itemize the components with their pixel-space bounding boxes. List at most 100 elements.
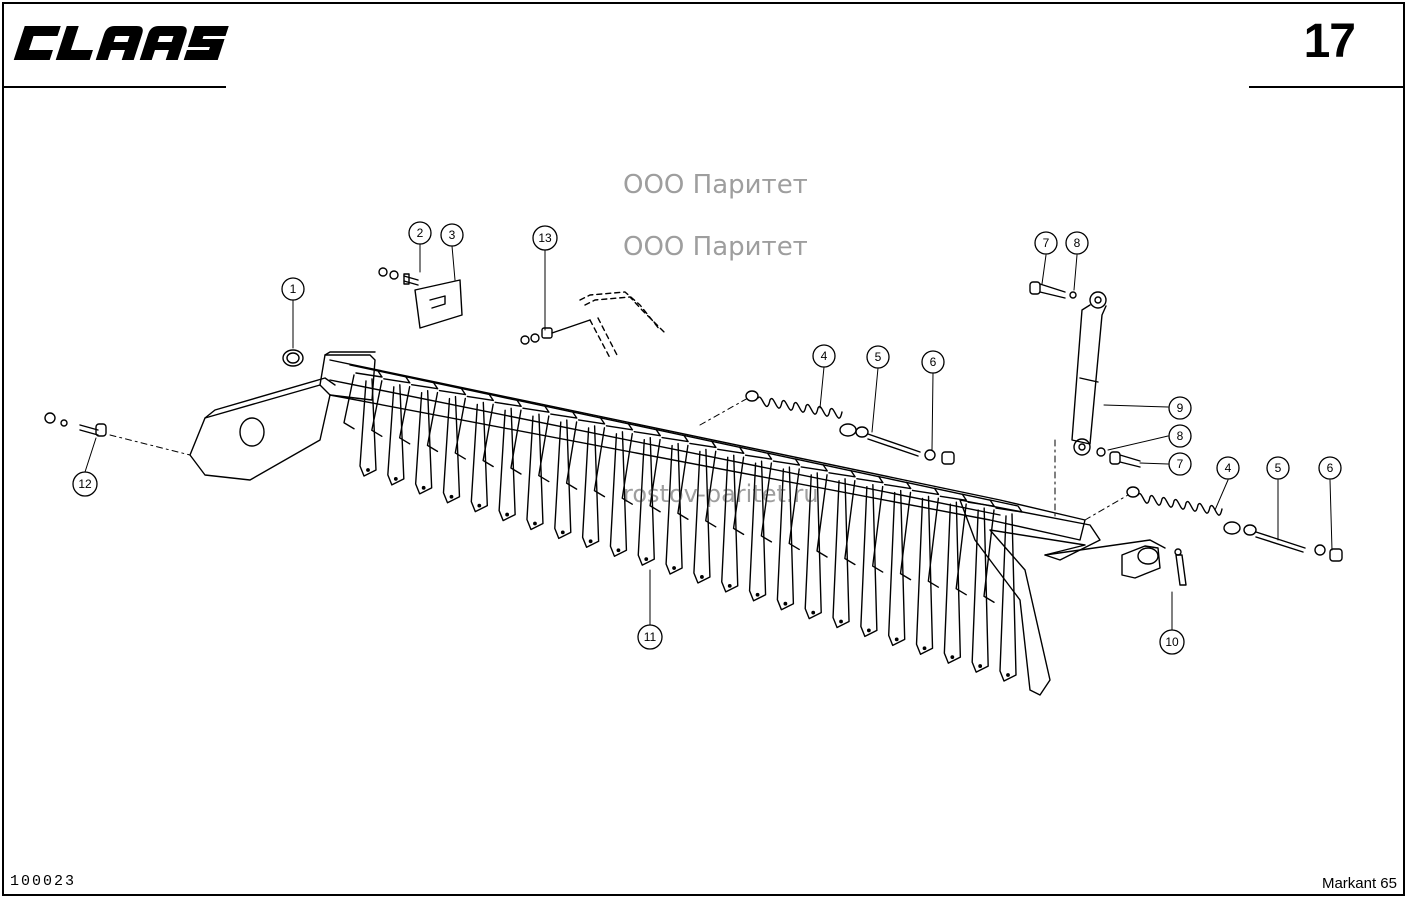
tine-hole — [727, 583, 732, 588]
pickup-tines — [343, 364, 1023, 682]
svg-text:5: 5 — [875, 350, 882, 364]
fixing-plate — [414, 279, 463, 329]
ring-1 — [282, 349, 304, 367]
right-frame-plate — [959, 499, 1166, 696]
watermark-line-3: rostov-paritet.ru — [623, 480, 819, 508]
svg-text:8: 8 — [1074, 236, 1081, 250]
svg-text:13: 13 — [538, 231, 552, 245]
svg-text:3: 3 — [449, 228, 456, 242]
main-beam-top — [329, 359, 1086, 541]
logo-underline — [2, 86, 226, 88]
eyebolt-5a — [855, 426, 921, 457]
watermark-line-2: ООО Паритет — [623, 232, 808, 262]
svg-text:4: 4 — [821, 349, 828, 363]
svg-text:6: 6 — [1327, 461, 1334, 475]
tine — [343, 364, 383, 477]
tine-hole — [644, 557, 649, 562]
tine — [983, 499, 1023, 682]
tine-hole — [978, 664, 983, 668]
svg-text:8: 8 — [1177, 429, 1184, 443]
callout-11: 11 — [637, 624, 663, 650]
callout-2: 2 — [408, 221, 432, 245]
callout-5b: 5 — [1266, 456, 1290, 480]
tine — [844, 469, 884, 638]
tine-hole — [672, 566, 676, 570]
tine — [371, 370, 411, 486]
svg-text:12: 12 — [78, 477, 92, 491]
bolt-7b — [1109, 451, 1141, 468]
tine — [760, 452, 801, 611]
nuts-6a — [924, 449, 955, 465]
callout-7a: 7 — [1034, 231, 1058, 255]
tine-hole — [588, 539, 593, 544]
nuts-6b — [1314, 544, 1343, 562]
model-name: Markant 65 — [1321, 875, 1397, 892]
document-code: 100023 — [10, 873, 77, 890]
page-number: 17 — [1303, 15, 1356, 68]
bolt-2-and-nuts — [378, 267, 419, 286]
watermark-line-1: ООО Паритет — [623, 170, 808, 200]
callout-3: 3 — [440, 223, 464, 247]
callout-8a: 8 — [1065, 231, 1089, 255]
split-pin-10 — [1174, 548, 1187, 586]
tine-hole — [366, 468, 370, 472]
spring-4b — [1126, 486, 1241, 535]
eyebolt-5b — [1243, 524, 1306, 553]
tine-hole — [421, 485, 426, 490]
callout-10: 10 — [1159, 629, 1185, 655]
tine — [454, 387, 495, 513]
svg-text:1: 1 — [290, 282, 297, 296]
tine — [788, 458, 828, 620]
tine-hole — [1006, 673, 1010, 677]
tine — [426, 381, 467, 504]
tine-hole — [700, 575, 704, 579]
tine — [649, 428, 689, 575]
left-frame-plate — [189, 351, 376, 481]
shock-absorber-9 — [1071, 291, 1107, 456]
svg-text:7: 7 — [1043, 236, 1050, 250]
spring-4a — [745, 390, 857, 437]
claas-logo — [13, 26, 229, 60]
tine-hole — [449, 494, 454, 499]
tine — [816, 464, 856, 629]
tine-hole — [616, 548, 621, 553]
tine — [927, 487, 968, 664]
callout-13: 13 — [532, 225, 558, 251]
callout-7b: 7 — [1168, 452, 1192, 476]
washer-8a — [1069, 291, 1077, 299]
svg-text:9: 9 — [1177, 401, 1184, 415]
tine — [593, 417, 634, 557]
tine-hole — [505, 512, 510, 517]
tine — [871, 475, 912, 647]
bolt-12-and-nuts — [44, 412, 107, 437]
washer-8b — [1096, 447, 1106, 457]
page-number-underline — [1249, 86, 1405, 88]
svg-text:11: 11 — [644, 630, 657, 644]
callout-6b: 6 — [1318, 456, 1342, 480]
tine-hole — [922, 646, 927, 651]
callout-4a: 4 — [812, 344, 836, 368]
tine — [677, 434, 717, 584]
tine-hole — [393, 477, 398, 481]
callout-6a: 6 — [921, 350, 945, 374]
tine-hole — [755, 592, 760, 597]
tine-hole — [811, 610, 816, 615]
tine — [899, 481, 940, 655]
tine-hole — [783, 601, 788, 606]
tine-hole — [950, 655, 955, 660]
tine — [510, 399, 550, 531]
callout-1: 1 — [281, 277, 305, 301]
tine — [482, 393, 522, 522]
tine-hole — [894, 637, 899, 642]
callout-8b: 8 — [1168, 424, 1192, 448]
bushing — [1121, 545, 1161, 579]
svg-text:10: 10 — [1165, 635, 1179, 649]
callout-5a: 5 — [866, 345, 890, 369]
tine — [621, 422, 661, 566]
callout-9: 9 — [1168, 396, 1192, 420]
callout-4b: 4 — [1216, 456, 1240, 480]
tine-hole — [533, 521, 537, 526]
